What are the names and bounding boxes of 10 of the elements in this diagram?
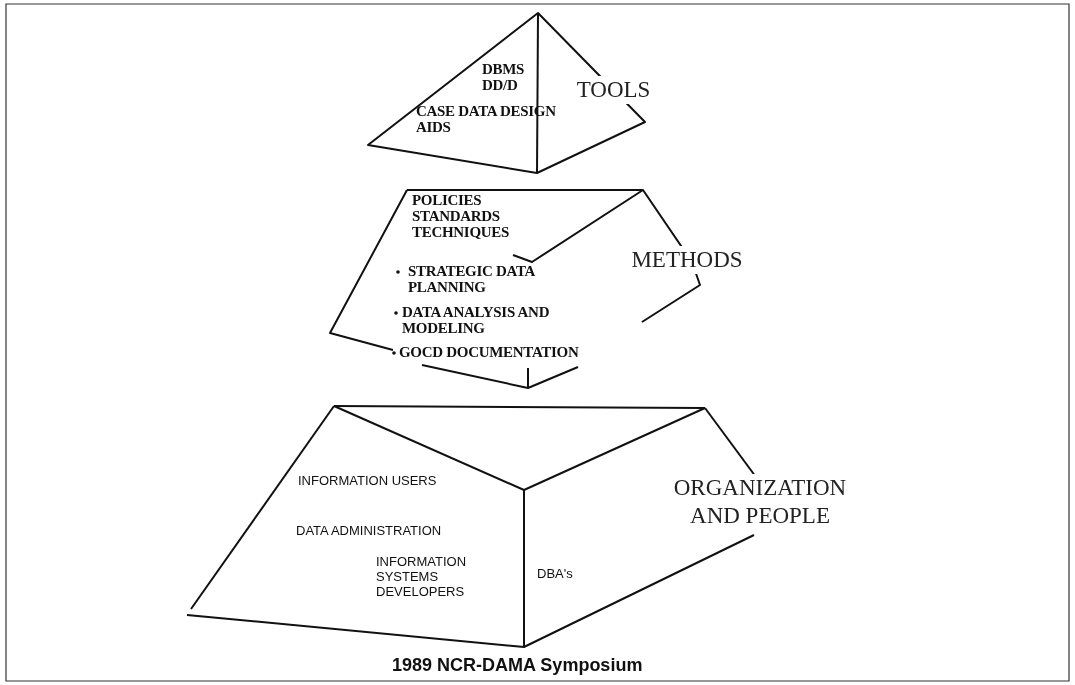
tool-list: DBMS DD/D: [482, 62, 542, 94]
role-label: DATA ADMINISTRATION: [296, 524, 443, 539]
role-label: DBA's: [537, 567, 574, 582]
role-label: INFORMATION SYSTEMS DEVELOPERS: [376, 555, 468, 600]
method-item: DATA ANALYSIS AND MODELING: [402, 305, 551, 337]
role-label: INFORMATION USERS: [298, 474, 438, 489]
method-item: GOCD DOCUMENTATION: [399, 345, 580, 361]
method-item: STRATEGIC DATA PLANNING: [408, 264, 536, 296]
method-list: POLICIES STANDARDS TECHNIQUES: [412, 193, 542, 241]
caption: 1989 NCR-DAMA Symposium: [392, 655, 643, 676]
